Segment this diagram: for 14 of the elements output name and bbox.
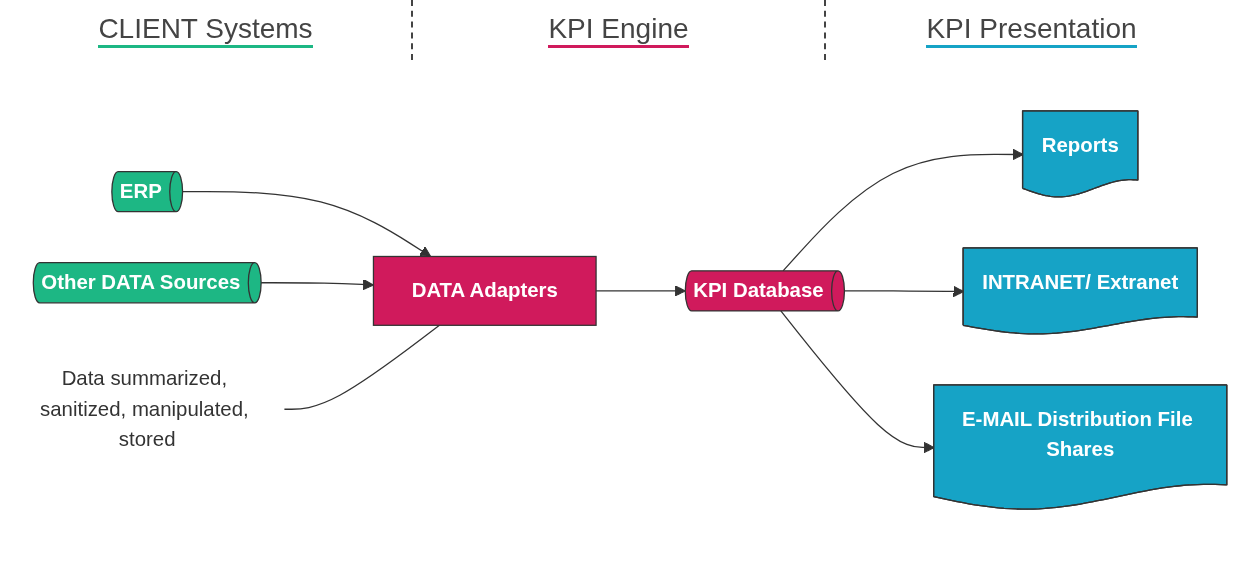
arrow [843,285,965,298]
arrow [780,310,935,454]
node-text: Other DATA Sources [41,271,241,293]
connector [283,324,441,410]
column-heading: CLIENT Systems [98,12,313,48]
column-heading: KPI Engine [548,12,689,48]
node-text: ERP [119,180,162,202]
arrow [181,191,432,257]
arrow [260,278,374,291]
column-heading: KPI Presentation [926,12,1137,48]
arrow [782,148,1024,272]
node-text: KPI Database [693,279,824,302]
node-text: Data summarized, sanitized, manipulated, stored [40,367,249,451]
node-box: DATA Adapters [372,255,597,326]
